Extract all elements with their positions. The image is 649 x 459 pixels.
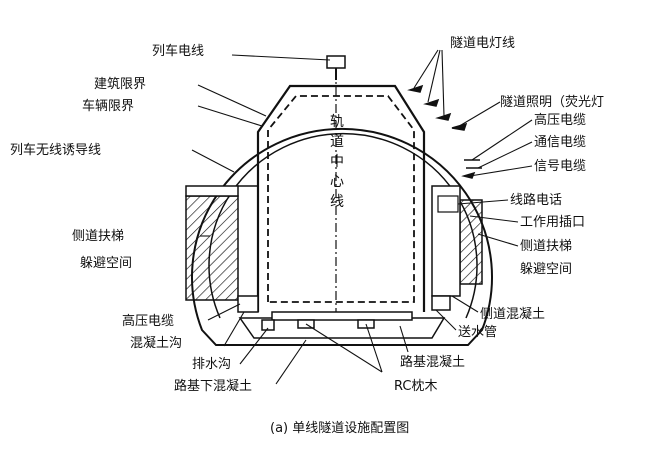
right-walkway-block <box>459 199 483 285</box>
label-comm-cable: 通信电缆 <box>534 134 586 150</box>
label-hv-cable-right: 高压电缆 <box>534 112 586 128</box>
label-lighting: 隧道照明（荧光灯 <box>500 94 604 110</box>
train-wire-fitting <box>326 55 346 69</box>
label-concrete-trench: 混凝土沟 <box>130 335 182 351</box>
track-bed <box>271 311 413 321</box>
label-shelter-right: 躲避空间 <box>520 261 572 277</box>
centre-char-5: 线 <box>330 194 344 210</box>
lamp-fixtures <box>407 84 476 179</box>
label-rc-sleeper: RC枕木 <box>394 379 437 394</box>
label-drain: 排水沟 <box>192 357 231 372</box>
label-power-socket: 工作用插口 <box>520 215 585 230</box>
label-base-concrete: 路基混凝土 <box>400 354 465 370</box>
label-shelter-left: 躲避空间 <box>80 255 132 271</box>
centre-char-4: 心 <box>330 174 344 190</box>
label-line-phone: 线路电话 <box>510 192 562 208</box>
drain-channel <box>261 319 275 331</box>
label-vehicle-limit: 车辆限界 <box>82 98 134 114</box>
label-signal-cable: 信号电缆 <box>534 158 586 174</box>
label-side-ladder-right: 侧道扶梯 <box>520 239 572 254</box>
label-hv-cable-left: 高压电缆 <box>122 313 174 329</box>
centre-char-1: 轨 <box>330 114 344 130</box>
leader-lines <box>191 49 533 385</box>
label-lamp-wire: 隧道电灯线 <box>450 35 515 51</box>
label-side-ladder-left: 侧道扶梯 <box>72 229 124 244</box>
centre-line-label: 轨 道 中 心 线 <box>330 114 344 210</box>
label-train-wire: 列车电线 <box>152 43 204 59</box>
building-limit-outline <box>256 84 426 312</box>
line-phone-box <box>437 195 459 213</box>
label-induction-wire: 列车无线诱导线 <box>10 142 101 158</box>
label-side-concrete: 侧道混凝土 <box>480 306 545 322</box>
label-building-limit: 建筑限界 <box>94 76 146 92</box>
centre-char-3: 中 <box>330 154 344 170</box>
centre-char-2: 道 <box>330 134 344 150</box>
figure-caption: (a) 单线隧道设施配置图 <box>270 420 409 436</box>
left-drain-trench <box>237 295 259 313</box>
vehicle-limit-outline <box>267 95 415 303</box>
label-sub-base-concrete: 路基下混凝土 <box>174 378 252 394</box>
label-water-pipe: 送水管 <box>458 325 497 340</box>
left-walkway-block <box>185 195 239 301</box>
